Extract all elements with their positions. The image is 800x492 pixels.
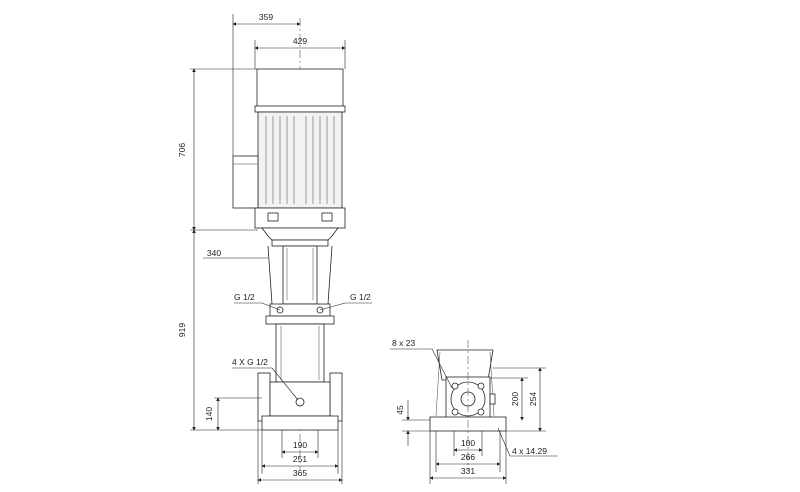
dim-100-label: 100 [461, 438, 475, 448]
motor-body [257, 111, 343, 209]
pump-head-flange [265, 315, 335, 325]
dim-331-label: 331 [461, 466, 475, 476]
outlet-flange [329, 372, 343, 422]
label-4x-g-half: 4 X G 1/2 [232, 357, 268, 367]
dim-251 [261, 430, 339, 474]
dim-429 [254, 40, 346, 69]
dim-100 [453, 431, 483, 456]
label-g-half-right: G 1/2 [350, 292, 371, 302]
motor-cover-rim [254, 105, 346, 113]
coupling-adapter [261, 227, 339, 241]
dim-706 [190, 68, 258, 231]
motor-cooling-fins [265, 116, 335, 204]
dim-365 [257, 421, 343, 484]
flange-boss [489, 393, 496, 405]
dim-706-label: 706 [177, 143, 187, 157]
motor-fan-cover [256, 68, 344, 112]
terminal-box [232, 155, 259, 209]
dim-140-label: 140 [204, 407, 214, 421]
dim-359 [232, 14, 301, 156]
dim-919-label: 919 [177, 323, 187, 337]
lifting-eye-right [321, 212, 333, 222]
label-4x1429: 4 x 14.29 [512, 446, 547, 456]
dim-331 [429, 431, 507, 484]
dim-919 [190, 229, 262, 431]
dim-359-label: 359 [259, 12, 273, 22]
dim-200 [490, 377, 528, 421]
dim-266-label: 266 [461, 452, 475, 462]
base-plate [261, 415, 339, 431]
dim-190 [281, 430, 319, 458]
dim-45-label: 45 [395, 405, 405, 415]
coupling-guard [271, 239, 329, 247]
dim-254-label: 254 [528, 392, 538, 406]
lifting-eye-left [267, 212, 279, 222]
dim-140 [214, 397, 262, 431]
dim-190-label: 190 [293, 440, 307, 450]
dim-365-label: 365 [293, 468, 307, 478]
dim-251-label: 251 [293, 454, 307, 464]
dim-266 [435, 431, 501, 472]
flange-bolt-hole [451, 382, 459, 390]
pump-lantern [267, 245, 333, 305]
dim-45 [402, 400, 430, 446]
label-8x23: 8 x 23 [392, 338, 415, 348]
front-view: 359 429 706 919 340 140 [177, 12, 372, 484]
base-view: 8 x 23 200 254 45 100 [390, 338, 558, 484]
label-g-half-left: G 1/2 [234, 292, 255, 302]
pump-sleeve [275, 323, 325, 383]
flange-bolt-hole [477, 408, 485, 416]
dim-200-label: 200 [510, 392, 520, 406]
flange-bolt-hole [477, 382, 485, 390]
dim-340-label: 340 [207, 248, 221, 258]
dim-429-label: 429 [293, 36, 307, 46]
inlet-flange [257, 372, 271, 422]
dim-254 [493, 367, 546, 432]
flange-bolt-hole [451, 408, 459, 416]
